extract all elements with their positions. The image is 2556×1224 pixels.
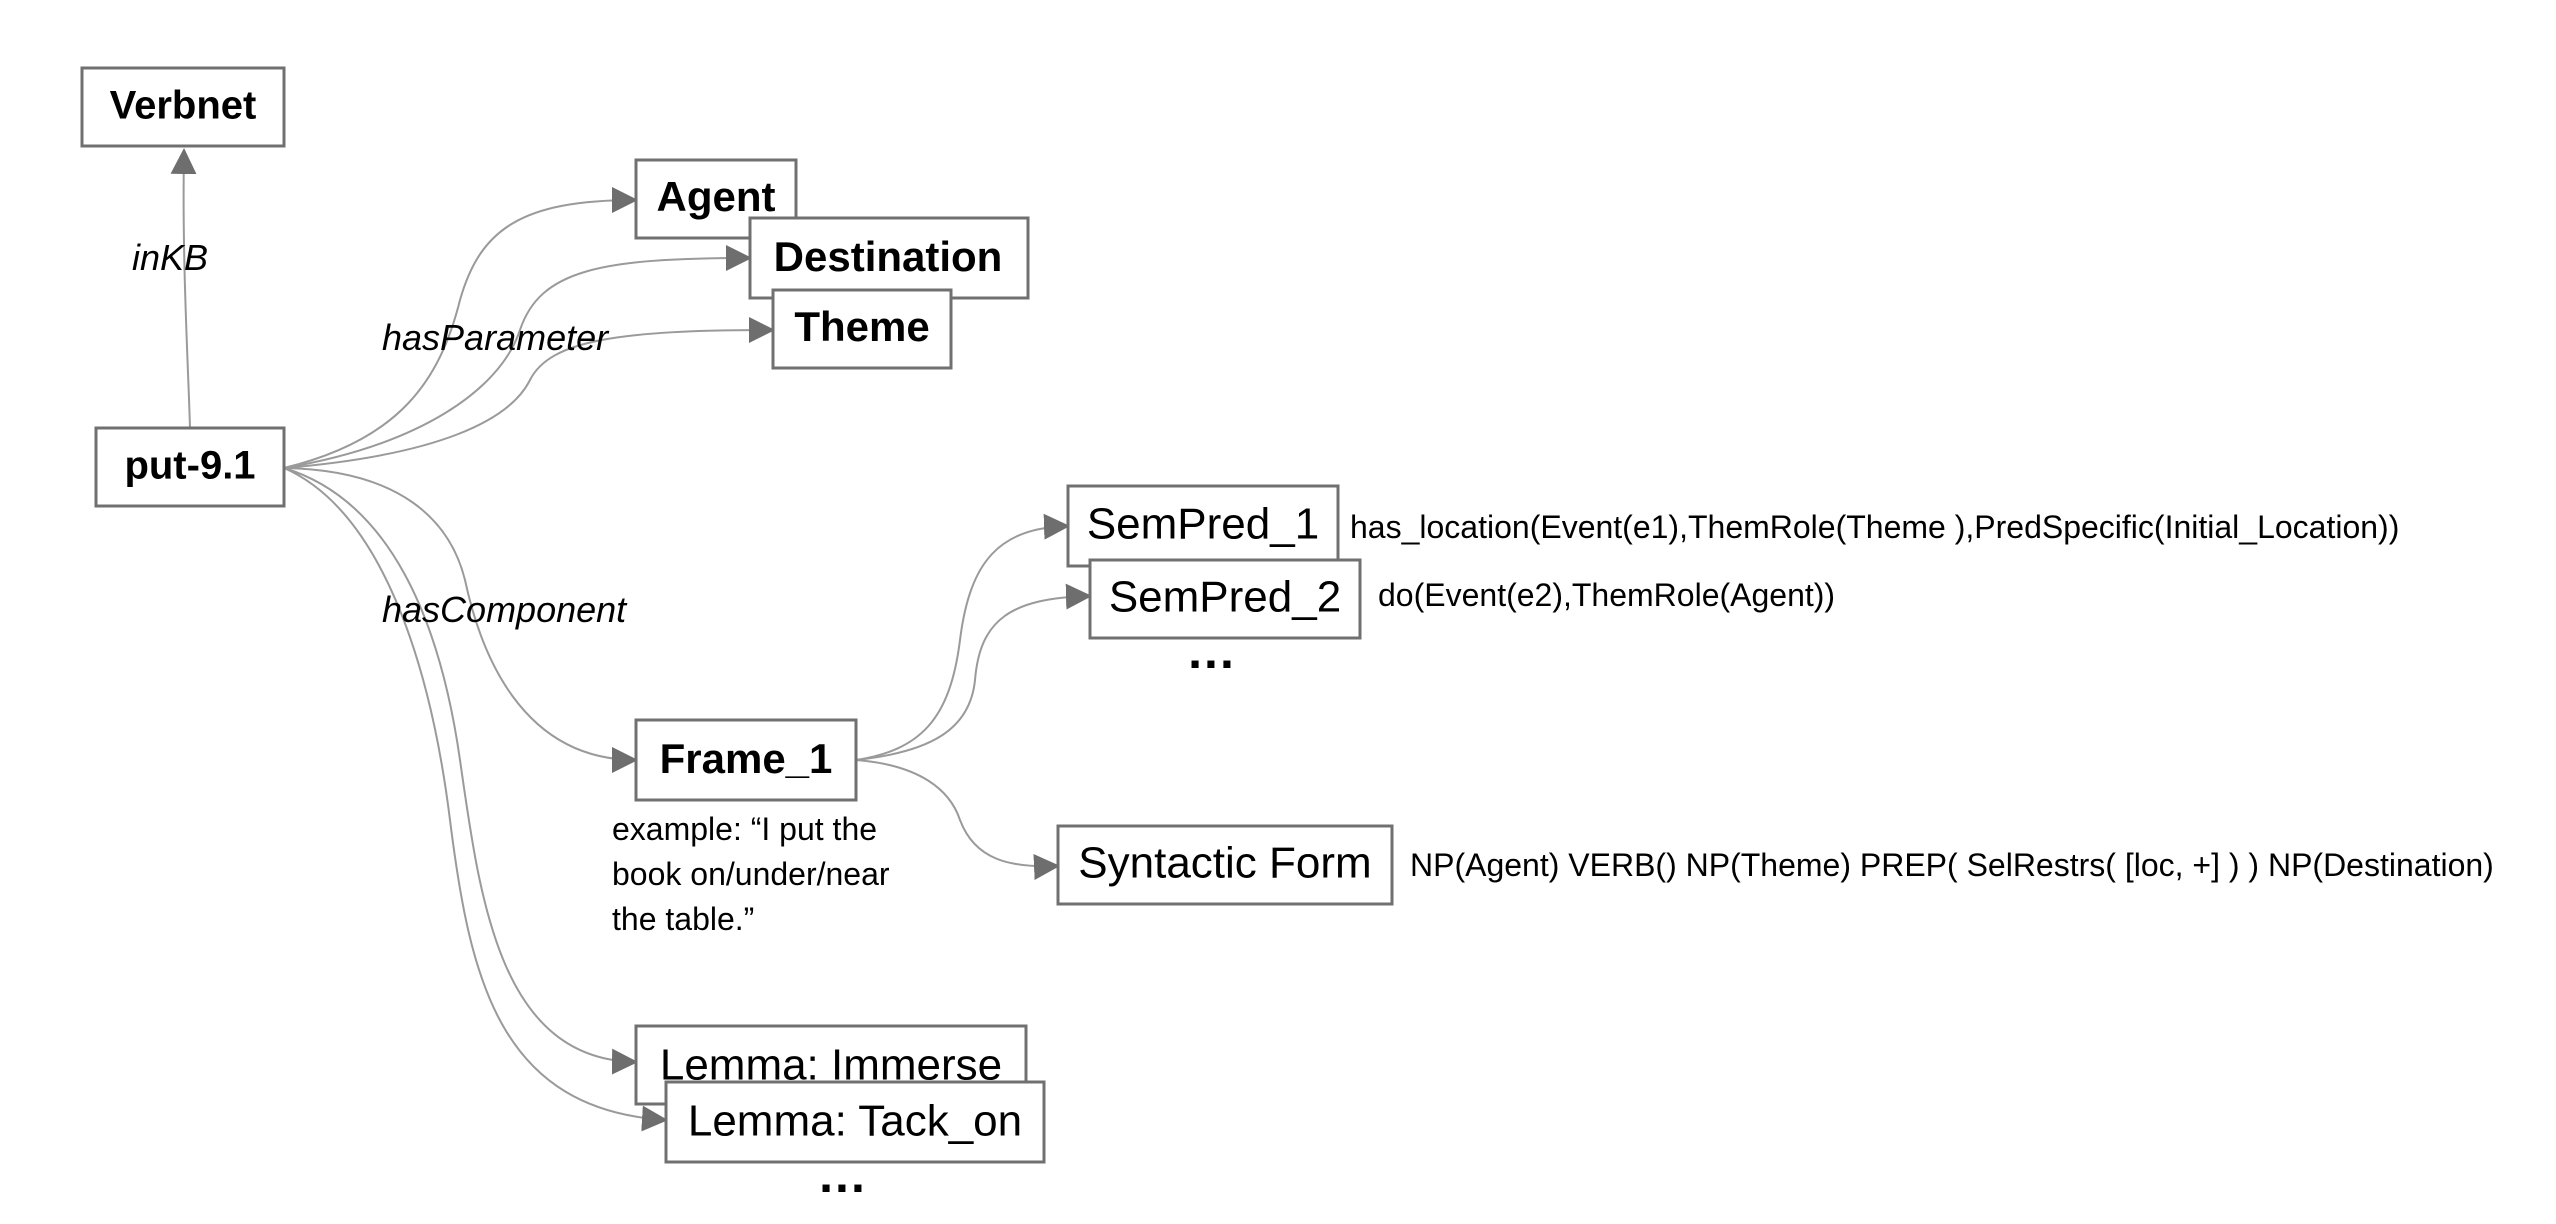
node-put-label: put-9.1 [124, 444, 255, 488]
edge-to-lemma-immerse [283, 467, 638, 1075]
node-frame-label: Frame_1 [660, 735, 833, 782]
frame-example-line-2: book on/under/near [612, 856, 890, 892]
node-destination-label: Destination [774, 233, 1003, 280]
lemma-ellipsis: ... [819, 1147, 867, 1203]
node-agent-label: Agent [657, 173, 776, 220]
node-lemma-tackon: Lemma: Tack_on [664, 1080, 1046, 1164]
edge-to-frame [283, 467, 638, 773]
node-destination: Destination [748, 216, 1030, 300]
edge-to-sempred2 [855, 583, 1092, 761]
edge-to-theme [283, 317, 775, 469]
node-sempred2: SemPred_2 [1088, 558, 1362, 640]
edge-to-destination [283, 245, 752, 469]
node-sempred2-label: SemPred_2 [1109, 573, 1341, 622]
node-verbnet-label: Verbnet [110, 84, 257, 128]
node-theme-label: Theme [794, 303, 929, 350]
node-verbnet: Verbnet [80, 66, 286, 148]
sempred1-annotation: has_location(Event(e1),ThemRole(Theme ),… [1350, 509, 2399, 545]
edge-to-sempred1 [855, 513, 1070, 761]
edges [170, 148, 1092, 1132]
node-frame: Frame_1 [634, 718, 858, 802]
edge-to-lemma-tackon [283, 467, 668, 1132]
node-syntactic-form-label: Syntactic Form [1078, 839, 1371, 888]
sempred2-annotation: do(Event(e2),ThemRole(Agent)) [1378, 577, 1835, 613]
edge-label-has-parameter: hasParameter [382, 317, 610, 358]
edge-inkb [170, 148, 197, 429]
node-sempred1-label: SemPred_1 [1087, 500, 1319, 549]
node-lemma-tackon-label: Lemma: Tack_on [688, 1097, 1022, 1146]
node-put: put-9.1 [94, 426, 286, 508]
node-theme: Theme [771, 288, 953, 370]
frame-example-line-1: example: “I put the [612, 811, 877, 847]
node-sempred1: SemPred_1 [1066, 484, 1340, 568]
edge-to-syntactic [855, 759, 1060, 880]
edge-label-inkb: inKB [132, 237, 208, 278]
edge-to-agent [283, 187, 638, 469]
node-syntactic-form: Syntactic Form [1056, 824, 1394, 906]
edge-label-has-component: hasComponent [382, 589, 628, 630]
syntactic-annotation: NP(Agent) VERB() NP(Theme) PREP( SelRest… [1410, 847, 2494, 883]
sempred-ellipsis: ... [1188, 623, 1236, 679]
frame-example-line-3: the table.” [612, 901, 754, 937]
